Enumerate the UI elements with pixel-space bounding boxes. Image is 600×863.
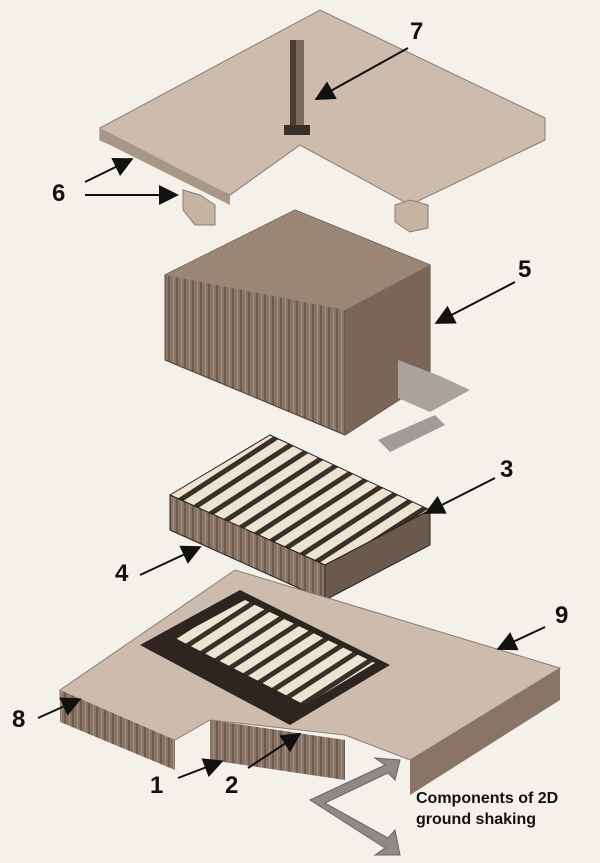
base-frame — [59, 569, 562, 795]
label-5: 5 — [518, 256, 532, 283]
label-6: 6 — [52, 180, 66, 207]
caption-line-1: Components of 2D — [416, 790, 559, 807]
upper-block — [164, 209, 470, 436]
label-8: 8 — [12, 706, 26, 733]
label-3: 3 — [500, 456, 514, 483]
motion-arrow — [378, 415, 445, 452]
middle-plate — [168, 434, 432, 601]
leader-arrows — [37, 47, 546, 779]
superstructure-slab — [99, 9, 546, 233]
label-9: 9 — [555, 602, 569, 629]
ground-shaking-arrows — [308, 757, 401, 856]
label-2: 2 — [225, 772, 239, 799]
caption: Components of 2D ground shaking — [416, 788, 558, 830]
label-4: 4 — [115, 560, 129, 587]
caption-line-2: ground shaking — [416, 811, 536, 828]
label-1: 1 — [150, 772, 164, 799]
label-7: 7 — [410, 18, 424, 45]
column — [284, 40, 310, 135]
